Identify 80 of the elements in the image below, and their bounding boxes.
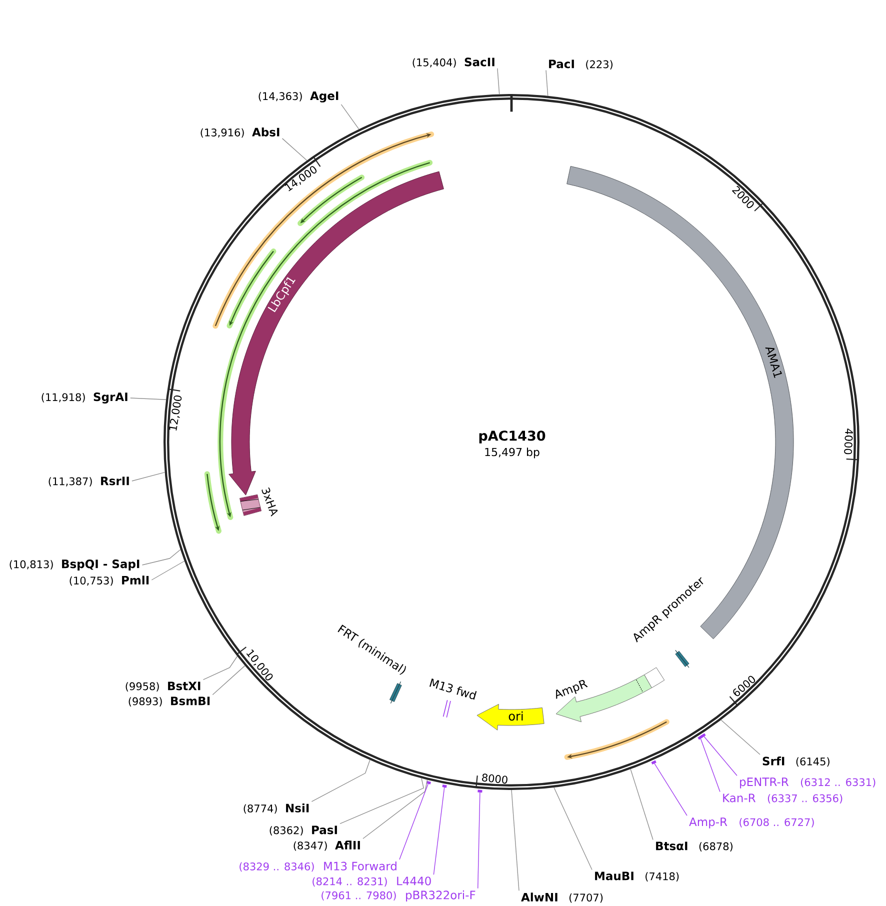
- enzyme-label: SacII: [464, 58, 494, 66]
- enzyme-label: SrfI: [762, 756, 784, 766]
- leader-line: [720, 720, 760, 755]
- enzyme-label: BspQI - SapI: [62, 560, 140, 570]
- leader-line: [704, 736, 738, 776]
- primer-label: pENTR-R: [740, 778, 789, 788]
- primer-mark: [442, 784, 447, 788]
- position-label: (7707): [569, 893, 603, 903]
- enzyme-label: PacI: [549, 60, 574, 68]
- leader-line: [399, 784, 428, 860]
- primer-mark: [698, 735, 703, 740]
- position-label: (8774): [244, 804, 277, 814]
- tick-label: 4000: [844, 428, 853, 454]
- feature-label: M13 fwd: [429, 678, 477, 700]
- position-label: (13,916): [200, 128, 244, 138]
- primer-label: Amp-R: [689, 818, 728, 828]
- position-label: (14,363): [258, 92, 302, 102]
- position-label: (8214 .. 8231): [312, 877, 387, 887]
- primer-mark: [478, 790, 482, 793]
- enzyme-label: RsrII: [101, 476, 129, 486]
- leader-line: [212, 665, 246, 696]
- leader-line: [362, 779, 428, 839]
- enzyme-label: BstXI: [168, 682, 200, 690]
- position-label: (223): [586, 60, 612, 70]
- leader-line: [497, 68, 500, 95]
- position-label: (6337 .. 6356): [768, 794, 842, 804]
- enzyme-label: BtsαI: [656, 842, 688, 850]
- plasmid-size: 15,497 bp: [485, 448, 540, 458]
- leader-line: [546, 70, 548, 96]
- position-label: (6708 .. 6727): [740, 818, 814, 828]
- leader-line: [282, 138, 308, 161]
- position-label: (11,918): [42, 393, 85, 402]
- position-label: (15,404): [412, 58, 456, 68]
- position-label: (9893): [128, 697, 162, 706]
- enzyme-label: MauBI: [595, 872, 634, 880]
- tick-label: 12,000: [169, 396, 182, 431]
- leader-line: [340, 778, 424, 824]
- enzyme-label: AbsI: [252, 128, 280, 136]
- enzyme-label: AlwNI: [521, 892, 558, 902]
- position-label: (8347): [294, 841, 327, 851]
- enzyme-label: PmlI: [122, 576, 149, 584]
- position-label: (6878): [699, 842, 732, 852]
- position-label: (6312 .. 6331): [800, 778, 876, 788]
- leader-line: [142, 549, 181, 566]
- leader-line: [433, 787, 445, 875]
- primer-mark: [426, 780, 431, 784]
- leader-line: [340, 104, 360, 130]
- position-label: (7418): [646, 872, 679, 882]
- feature-label: AmpR: [556, 680, 588, 699]
- position-label: (8329 .. 8346): [240, 862, 314, 872]
- position-label: (10,813): [10, 560, 53, 570]
- enzyme-label: BsmBI: [171, 696, 210, 706]
- position-label: (7961 .. 7980): [322, 891, 396, 901]
- primer-mark: [651, 760, 656, 764]
- leader-line: [478, 792, 480, 889]
- enzyme-label: SgrAI: [94, 392, 128, 404]
- leader-line: [132, 472, 166, 482]
- primer-label: pBR322ori-F: [406, 890, 476, 902]
- leader-line: [311, 760, 370, 802]
- leader-line: [700, 738, 720, 792]
- enzyme-label: PasI: [312, 826, 337, 834]
- leader-line: [202, 656, 238, 680]
- enzyme-label: AgeI: [310, 92, 338, 102]
- tick-label: 8000: [482, 774, 508, 784]
- leader-line: [554, 787, 592, 870]
- leader-line: [630, 768, 654, 840]
- leader-line: [130, 398, 166, 400]
- position-label: (11,387): [48, 477, 92, 486]
- primer-label: Kan-R: [723, 794, 756, 802]
- position-label: (9958): [126, 682, 159, 692]
- plasmid-name: pAC1430: [479, 430, 546, 444]
- enzyme-label: AflII: [335, 840, 360, 850]
- primer-label: M13 Forward: [324, 862, 396, 870]
- position-label: (10,753): [70, 576, 113, 586]
- position-label: (6145): [796, 757, 830, 767]
- enzyme-label: NsiI: [286, 804, 309, 812]
- leader-line: [511, 790, 520, 891]
- primer-label: L4440: [397, 876, 431, 886]
- leader-line: [151, 560, 185, 580]
- position-label: (8362): [270, 826, 303, 836]
